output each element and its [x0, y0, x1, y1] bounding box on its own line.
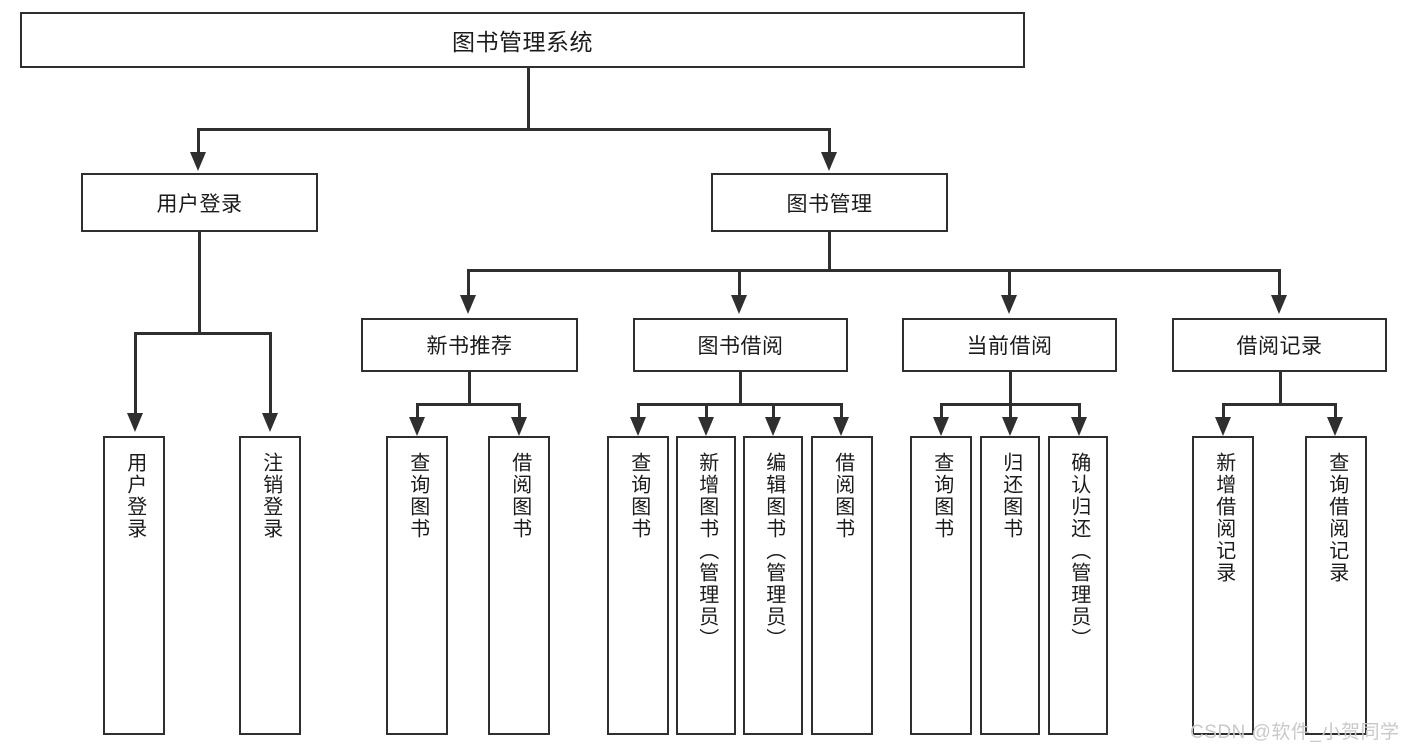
leaf-nb-borrow-book-label: 借阅图书: [508, 452, 531, 540]
node-book-borrow-label: 图书借阅: [697, 335, 784, 358]
connector-book-borrow-drop-1: [637, 403, 640, 420]
connector-book-manage-stem: [828, 232, 831, 272]
node-book-manage-label: 图书管理: [786, 192, 873, 216]
node-book-borrow[interactable]: 图书借阅: [633, 318, 848, 372]
arrow-to-current-borrow: [1001, 295, 1017, 314]
leaf-br-add-record[interactable]: 新增借阅记录: [1192, 436, 1254, 735]
connector-user-login-bus: [134, 332, 272, 335]
connector-borrow-record-drop-2: [1334, 403, 1337, 420]
arrow-to-br-query-record: [1327, 417, 1343, 436]
leaf-bb-add-book[interactable]: 新增图书（管理员）: [676, 436, 736, 735]
leaf-bb-borrow-book[interactable]: 借阅图书: [811, 436, 873, 735]
connector-book-manage-drop-2: [738, 269, 741, 297]
node-user-login-label: 用户登录: [156, 192, 243, 216]
arrow-to-borrow-record: [1271, 295, 1287, 314]
connector-book-manage-bus: [467, 269, 1280, 272]
connector-new-book-bus: [416, 403, 521, 406]
connector-new-book-drop-2: [518, 403, 521, 420]
leaf-bb-query-book[interactable]: 查询图书: [607, 436, 669, 735]
connector-book-manage-drop-3: [1008, 269, 1011, 297]
leaf-nb-borrow-book[interactable]: 借阅图书: [488, 436, 550, 735]
connector-borrow-record-bus: [1222, 403, 1337, 406]
node-user-login[interactable]: 用户登录: [81, 173, 318, 232]
leaf-cb-return-book[interactable]: 归还图书: [980, 436, 1040, 735]
connector-book-borrow-stem: [739, 372, 742, 405]
connector-new-book-stem: [468, 372, 471, 405]
watermark-text: CSDN @软件_小贺同学: [1190, 722, 1400, 743]
arrow-to-user-login: [190, 152, 206, 171]
arrow-to-bb-add-book: [698, 417, 714, 436]
leaf-bb-add-book-label: 新增图书（管理员）: [695, 452, 718, 650]
arrow-to-cb-return-book: [1002, 417, 1018, 436]
arrow-to-nb-query-book: [409, 417, 425, 436]
leaf-logout[interactable]: 注销登录: [239, 436, 301, 735]
node-new-book-recommend[interactable]: 新书推荐: [361, 318, 578, 372]
leaf-br-query-record-label: 查询借阅记录: [1325, 452, 1348, 584]
leaf-user-login-label: 用户登录: [123, 452, 146, 540]
node-current-borrow[interactable]: 当前借阅: [902, 318, 1117, 372]
leaf-bb-edit-book-label: 编辑图书（管理员）: [762, 452, 785, 650]
node-root-label: 图书管理系统: [452, 29, 593, 55]
leaf-logout-label: 注销登录: [259, 452, 282, 540]
arrow-to-bb-query-book: [630, 417, 646, 436]
leaf-br-add-record-label: 新增借阅记录: [1212, 452, 1235, 584]
node-book-manage[interactable]: 图书管理: [711, 173, 948, 232]
arrow-to-nb-borrow-book: [511, 417, 527, 436]
connector-user-login-drop-1: [134, 332, 137, 416]
connector-root-bus: [197, 128, 830, 131]
connector-book-borrow-bus: [637, 403, 843, 406]
arrow-to-bb-edit-book: [765, 417, 781, 436]
connector-current-borrow-drop-1: [940, 403, 943, 420]
leaf-cb-confirm-return-label: 确认归还（管理员）: [1067, 452, 1090, 650]
node-borrow-record-label: 借阅记录: [1236, 335, 1323, 358]
node-borrow-record[interactable]: 借阅记录: [1172, 318, 1387, 372]
connector-current-borrow-drop-3: [1078, 403, 1081, 420]
arrow-to-cb-query-book: [933, 417, 949, 436]
connector-user-login-drop-2: [269, 332, 272, 416]
connector-book-borrow-drop-4: [840, 403, 843, 420]
connector-user-login-stem: [198, 232, 201, 334]
leaf-cb-confirm-return[interactable]: 确认归还（管理员）: [1048, 436, 1108, 735]
connector-book-manage-drop-4: [1278, 269, 1281, 297]
leaf-bb-borrow-book-label: 借阅图书: [831, 452, 854, 540]
connector-book-borrow-drop-2: [705, 403, 708, 420]
leaf-cb-return-book-label: 归还图书: [999, 452, 1022, 540]
connector-new-book-drop-1: [416, 403, 419, 420]
leaf-br-query-record[interactable]: 查询借阅记录: [1305, 436, 1367, 735]
leaf-user-login[interactable]: 用户登录: [103, 436, 165, 735]
connector-root-stem: [527, 68, 530, 131]
arrow-to-br-add-record: [1215, 417, 1231, 436]
connector-borrow-record-drop-1: [1222, 403, 1225, 420]
connector-book-borrow-drop-3: [772, 403, 775, 420]
node-new-book-recommend-label: 新书推荐: [426, 335, 513, 358]
connector-book-manage-drop-1: [467, 269, 470, 297]
connector-current-borrow-stem: [1009, 372, 1012, 405]
arrow-to-book-manage: [821, 152, 837, 171]
connector-current-borrow-drop-2: [1009, 403, 1012, 420]
arrow-to-book-borrow: [731, 295, 747, 314]
leaf-cb-query-book[interactable]: 查询图书: [910, 436, 972, 735]
arrow-to-bb-borrow-book: [833, 417, 849, 436]
arrow-to-new-book: [460, 295, 476, 314]
connector-drop-book-manage: [828, 128, 831, 154]
connector-drop-user-login: [197, 128, 200, 154]
leaf-bb-edit-book[interactable]: 编辑图书（管理员）: [743, 436, 803, 735]
leaf-bb-query-book-label: 查询图书: [627, 452, 650, 540]
arrow-to-leaf-user-login: [127, 413, 143, 432]
node-root-system[interactable]: 图书管理系统: [20, 12, 1025, 68]
node-current-borrow-label: 当前借阅: [966, 335, 1053, 358]
leaf-nb-query-book[interactable]: 查询图书: [386, 436, 448, 735]
arrow-to-cb-confirm-return: [1071, 417, 1087, 436]
connector-borrow-record-stem: [1279, 372, 1282, 405]
leaf-cb-query-book-label: 查询图书: [930, 452, 953, 540]
arrow-to-leaf-logout: [262, 413, 278, 432]
leaf-nb-query-book-label: 查询图书: [406, 452, 429, 540]
